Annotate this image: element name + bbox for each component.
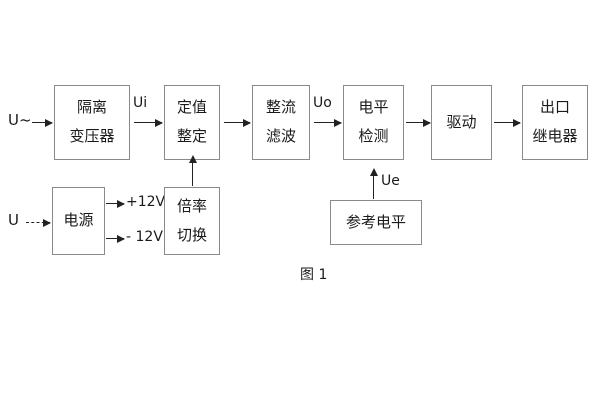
block-power-supply-line-1: 电源 [63, 211, 94, 230]
block-multiplier-switch[interactable]: 倍率 切换 [164, 187, 220, 255]
arrow-reference-level-to-level-detection [369, 168, 378, 199]
figure-caption: 图 1 [300, 267, 328, 283]
block-reference-level[interactable]: 参考电平 [330, 200, 422, 245]
block-rectify-filter-line-2: 滤波 [265, 127, 296, 145]
block-drive-line-1: 驱动 [446, 112, 477, 131]
block-setpoint-setting-line-1: 定值 [176, 98, 207, 117]
block-drive[interactable]: 驱动 [431, 85, 492, 160]
block-multiplier-switch-line-2: 切换 [176, 225, 207, 244]
arrow-level-detection-to-drive [406, 118, 431, 127]
block-output-relay-line-2: 继电器 [532, 127, 578, 145]
arrow-isolation-transformer-to-setpoint-setting [134, 118, 163, 127]
arrow-drive-to-output-relay [494, 118, 521, 127]
signal-label-ue: Ue [381, 173, 400, 189]
block-rectify-filter[interactable]: 整流 滤波 [252, 85, 310, 160]
arrow-dc-input-to-power-supply [26, 218, 51, 227]
rail-label-negative: - 12V [126, 229, 163, 245]
block-output-relay[interactable]: 出口 继电器 [522, 85, 588, 160]
signal-label-uo: Uo [313, 95, 332, 111]
block-level-detection-line-2: 检测 [358, 127, 389, 145]
input-label-dc: U [8, 211, 19, 229]
arrow-ac-input-to-isolation-transformer [32, 118, 53, 127]
block-level-detection-line-1: 电平 [358, 98, 389, 117]
arrow-rectify-filter-to-level-detection [314, 118, 342, 127]
block-reference-level-line-1: 参考电平 [345, 212, 406, 231]
input-label-ac: U~ [8, 111, 32, 129]
block-power-supply[interactable]: 电源 [52, 187, 105, 255]
block-isolation-transformer-line-2: 变压器 [69, 127, 115, 145]
arrow-setpoint-setting-to-rectify-filter [224, 118, 251, 127]
block-multiplier-switch-line-1: 倍率 [176, 196, 207, 215]
block-rectify-filter-line-1: 整流 [265, 98, 296, 117]
arrow-rail-positive [106, 199, 125, 208]
arrow-multiplier-switch-to-setpoint-setting [188, 155, 197, 186]
arrow-rail-negative [106, 234, 125, 243]
block-setpoint-setting-line-2: 整定 [176, 127, 207, 145]
block-setpoint-setting[interactable]: 定值 整定 [164, 85, 220, 160]
block-isolation-transformer-line-1: 隔离 [76, 98, 107, 117]
block-output-relay-line-1: 出口 [539, 98, 570, 117]
block-isolation-transformer[interactable]: 隔离 变压器 [54, 85, 130, 160]
signal-label-ui: Ui [133, 95, 148, 111]
block-level-detection[interactable]: 电平 检测 [343, 85, 404, 160]
rail-label-positive: +12V [126, 194, 166, 210]
